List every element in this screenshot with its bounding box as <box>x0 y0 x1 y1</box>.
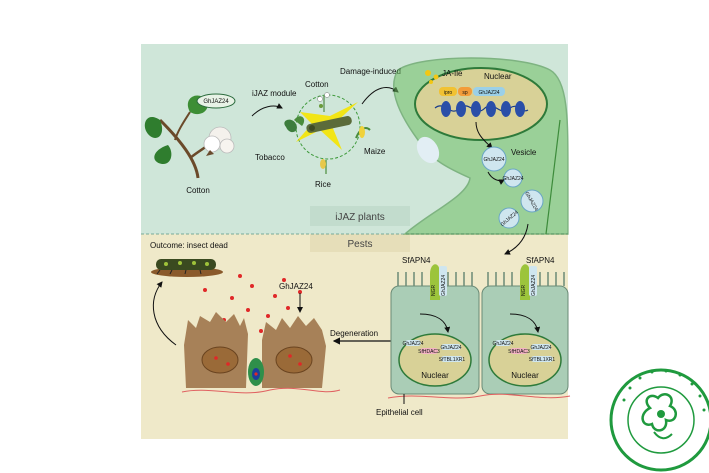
arrow-to-crops <box>251 103 283 117</box>
cotton-plant-illustration <box>144 95 235 179</box>
promoter-ipro-label: ipro <box>444 90 453 96</box>
caterpillar-illustration <box>296 102 358 150</box>
arrow-vesicle-1-to-2 <box>487 171 505 185</box>
band-plants <box>310 206 410 226</box>
plant-nucleus-label: Nuclear <box>484 72 512 81</box>
crop-tobacco-label: Tobacco <box>255 153 285 162</box>
organelle-shape <box>416 136 440 164</box>
vesicle-2 <box>503 168 523 188</box>
crop-rice-label: Rice <box>315 180 332 189</box>
module-label: iJAZ module <box>252 89 297 98</box>
damage-induced-label: Damage-induced <box>340 67 401 76</box>
chromatin-illustration <box>434 101 529 117</box>
ja-ile-molecule-icon <box>425 70 439 84</box>
cotton-crop-icon <box>317 92 330 112</box>
dead-insect-illustration <box>151 259 223 277</box>
arrow-to-pests <box>504 223 529 255</box>
promoter-ipro <box>439 87 457 96</box>
crop-maize-label: Maize <box>364 147 386 156</box>
tobacco-crop-icon <box>284 116 305 133</box>
degeneration-label: Degeneration <box>330 329 378 338</box>
promoter-sp-label: sp <box>462 90 468 96</box>
band-plants-label: iJAZ plants <box>335 212 384 223</box>
promoter-sp <box>458 87 472 96</box>
cell-2-tbl-label: SfTBL1XR1 <box>529 357 556 363</box>
arrow-nucleus-to-vesicle <box>475 121 493 149</box>
ja-ile-label: JA-Ile <box>442 69 463 78</box>
cell-1-ngr-label: NGR <box>431 285 437 297</box>
outcome-label: Outcome: insect dead <box>150 241 228 250</box>
cell-1-tag-label: GhJAZ24 <box>441 275 447 296</box>
cell-2-ngr-label: NGR <box>521 285 527 297</box>
cell-1-nuc-tag-1: GhJAZ24 <box>402 341 423 347</box>
cell-2-nuc-tag-1: GhJAZ24 <box>492 341 513 347</box>
gene-construct-label: GhJAZ24 <box>478 90 499 96</box>
band-pests-label: Pests <box>347 239 372 250</box>
cell-1-nuc-tag-2: GhJAZ24 <box>440 345 461 351</box>
gene-construct <box>473 87 505 96</box>
epithelial-cell-2 <box>481 264 569 395</box>
gene-tag-pest-label: GhJAZ24 <box>279 282 313 291</box>
cotton-plant-label: Cotton <box>186 186 210 195</box>
basement-membrane-right <box>387 393 571 399</box>
cell-2-hdac-label: SfHDAC3 <box>508 349 530 355</box>
cell-1-hdac-label: SfHDAC3 <box>418 349 440 355</box>
cell-1-tbl-label: SfTBL1XR1 <box>439 357 466 363</box>
vesicle-label: Vesicle <box>511 148 537 157</box>
cell-2-nuc-tag-2: GhJAZ24 <box>530 345 551 351</box>
gene-tag-leaf <box>196 93 236 109</box>
epithelial-cell-1 <box>390 264 480 395</box>
crop-cotton-label: Cotton <box>305 80 329 89</box>
epithelial-cell-label: Epithelial cell <box>376 408 423 417</box>
institution-seal-logo <box>609 368 709 472</box>
vesicle-4 <box>498 207 520 229</box>
vesicle-2-tag: GhJAZ24 <box>502 176 523 182</box>
cell-1-nuclear-label: Nuclear <box>421 371 449 380</box>
cell-1-receptor-label: SfAPN4 <box>402 256 431 265</box>
cell-2-receptor-label: SfAPN4 <box>526 256 555 265</box>
cell-2-nuclear-label: Nuclear <box>511 371 539 380</box>
arrow-to-outcome <box>152 281 177 346</box>
cell-2-tag-label: GhJAZ24 <box>531 275 537 296</box>
vesicle-3 <box>520 189 544 213</box>
maize-crop-icon <box>355 126 371 139</box>
vesicle-1-tag: GhJAZ24 <box>483 157 504 163</box>
rice-crop-icon <box>320 159 327 174</box>
gene-tag-leaf-label: GhJAZ24 <box>203 99 229 105</box>
basement-membrane-left <box>181 387 341 394</box>
vesicle-1 <box>481 146 507 172</box>
band-pests <box>310 234 410 252</box>
damaged-nucleus-right <box>275 346 313 374</box>
plant-nucleus <box>414 67 548 141</box>
damaged-nucleus-left <box>201 346 239 374</box>
